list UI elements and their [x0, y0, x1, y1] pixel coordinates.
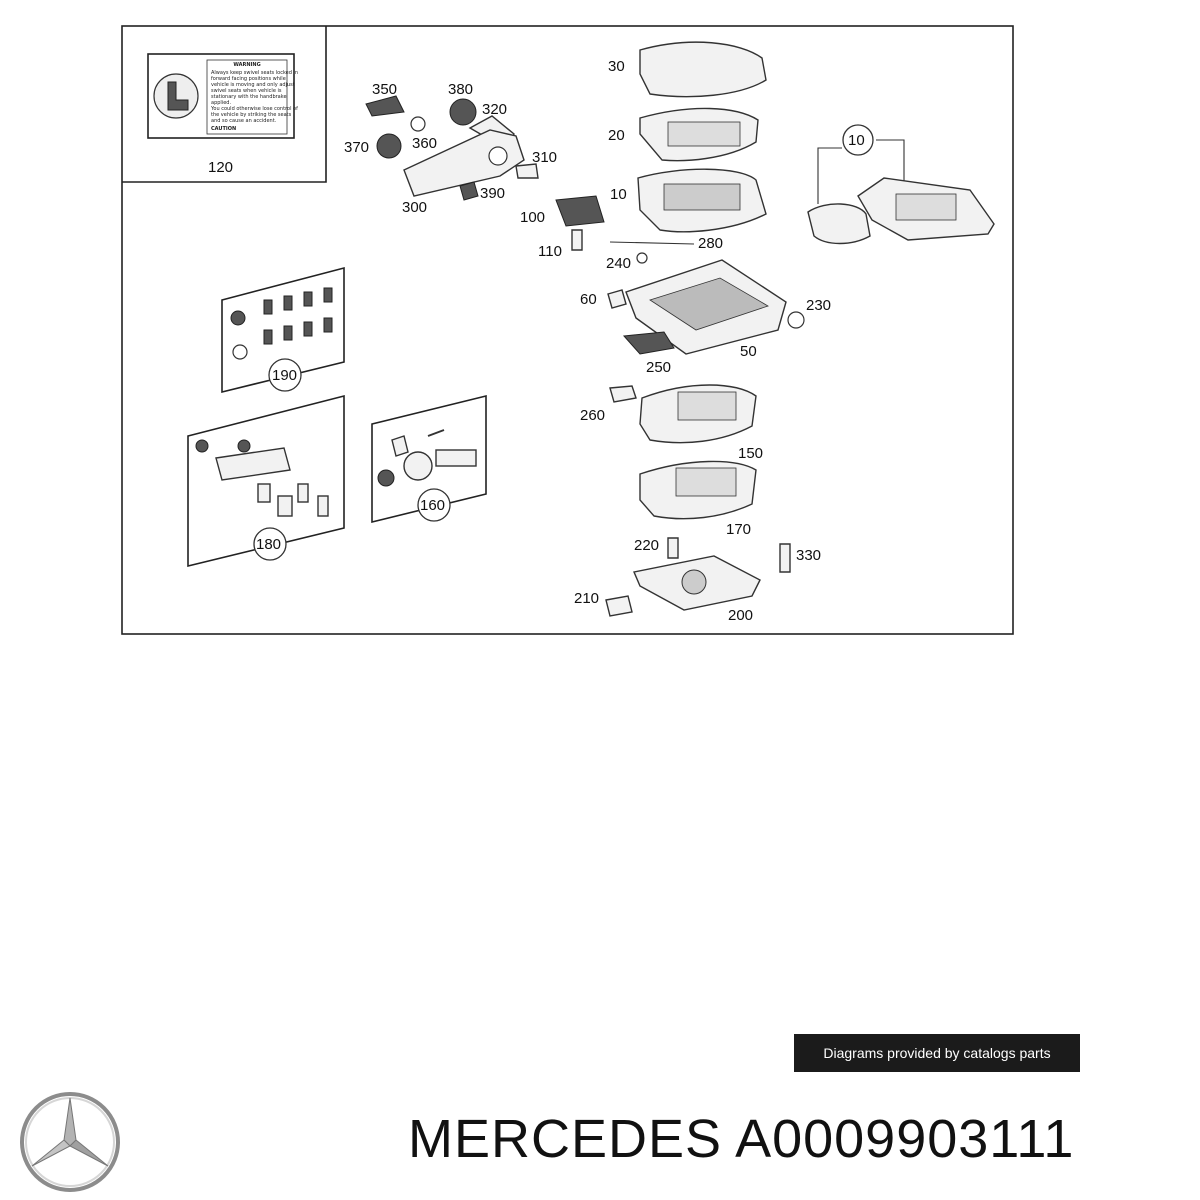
- cushion-cover-30: [639, 41, 767, 98]
- part-label-280: 280: [698, 235, 723, 252]
- screw-230: [787, 311, 805, 329]
- part-label-220: 220: [634, 537, 659, 554]
- part-label-110: 110: [538, 243, 562, 260]
- part-label-20: 20: [608, 127, 625, 144]
- warning-line: Always keep swivel seats locked in: [211, 70, 298, 76]
- base-housing-panel: [677, 391, 737, 421]
- switch-module-100: [555, 195, 605, 227]
- motor-set-160: [377, 429, 477, 487]
- swivel-plate-300: [403, 129, 525, 197]
- catalog-credit-banner: Diagrams provided by catalogs parts: [794, 1034, 1080, 1072]
- part-label-60: 60: [580, 291, 597, 308]
- callout-circle-180: [253, 527, 287, 561]
- screw-110: [571, 229, 583, 251]
- part-label-250: 250: [646, 359, 671, 376]
- part-label-390: 390: [480, 185, 505, 202]
- lever-350: [365, 95, 405, 117]
- cushion-pad-insert: [667, 121, 741, 147]
- warning-line: stationary with the handbrake: [211, 94, 287, 100]
- bolt-310: [515, 163, 539, 179]
- warning-line: swivel seats when vehicle is: [211, 88, 282, 94]
- base-housing-170-panel: [675, 467, 737, 497]
- part-label-210: 210: [574, 590, 599, 607]
- bolt-330: [779, 543, 791, 573]
- part-label-100: 100: [520, 209, 545, 226]
- part-label-360: 360: [412, 135, 437, 152]
- warning-title: WARNING: [233, 62, 260, 68]
- part-label-330: 330: [796, 547, 821, 564]
- gear-380: [449, 98, 477, 126]
- part-label-260: 260: [580, 407, 605, 424]
- kit-box-190: [221, 266, 345, 394]
- mercedes-star-icon: [20, 1092, 120, 1192]
- part-label-370: 370: [344, 139, 369, 156]
- warning-line: forward facing positions while: [211, 76, 286, 82]
- pin-240: [636, 252, 648, 264]
- leader-line-10: [817, 147, 842, 204]
- cap-60: [607, 289, 627, 309]
- part-label-320: 320: [482, 101, 507, 118]
- bolt-360: [410, 116, 426, 132]
- cover-210: [605, 595, 633, 617]
- warning-footer: CAUTION: [211, 126, 236, 132]
- seat-frame-rails: [649, 277, 769, 331]
- warning-line: the vehicle by striking the seats: [211, 112, 292, 118]
- shock-absorber-set-180: [195, 439, 329, 517]
- warning-line: vehicle is moving and only adjust: [211, 82, 295, 88]
- part-label-120: 120: [208, 159, 233, 176]
- gear-370: [376, 133, 402, 159]
- part-label-30: 30: [608, 58, 625, 75]
- part-label-50: 50: [740, 343, 757, 360]
- trim-250: [622, 331, 675, 355]
- warning-label: [147, 53, 295, 139]
- warning-line: and so cause an accident.: [211, 118, 277, 124]
- warning-box-frame: [122, 26, 327, 183]
- part-number-title: MERCEDES A0009903111: [408, 1109, 1075, 1169]
- callout-circle-10: [842, 124, 874, 156]
- leader-line-10: [876, 139, 905, 196]
- side-bolster-pad: [807, 203, 871, 245]
- part-label-350: 350: [372, 81, 397, 98]
- warning-text-panel: [206, 59, 288, 135]
- callout-circle-160: [417, 488, 451, 522]
- seat-silhouette-icon: [167, 81, 189, 111]
- part-label-200: 200: [728, 607, 753, 624]
- part-label-170: 170: [726, 521, 751, 538]
- cushion-frame-panel: [895, 193, 957, 221]
- part-label-190: 190: [272, 367, 297, 384]
- bolt-220: [667, 537, 679, 559]
- part-label-310: 310: [532, 149, 557, 166]
- part-label-240: 240: [606, 255, 631, 272]
- part-label-150: 150: [738, 445, 763, 462]
- diagram-frame: [121, 25, 1014, 635]
- part-label-300: 300: [402, 199, 427, 216]
- bracket-260: [609, 385, 637, 403]
- warning-line: You could otherwise lose control of: [210, 106, 298, 112]
- part-label-10-detail: 10: [848, 132, 865, 149]
- part-label-230: 230: [806, 297, 831, 314]
- seat-slide-motor: [681, 569, 707, 595]
- kit-box-180: [187, 394, 345, 568]
- part-label-10: 10: [610, 186, 627, 203]
- kit-box-160: [371, 394, 487, 524]
- part-label-380: 380: [448, 81, 473, 98]
- part-label-160: 160: [420, 497, 445, 514]
- part-label-180: 180: [256, 536, 281, 553]
- warning-line: applied.: [211, 100, 231, 106]
- cable-280: [609, 241, 695, 245]
- swivel-plate-hole: [488, 146, 508, 166]
- clip-390: [459, 181, 479, 201]
- screw-set-190: [230, 287, 333, 360]
- callout-circle-190: [268, 358, 302, 392]
- cushion-heating-mat: [663, 183, 741, 211]
